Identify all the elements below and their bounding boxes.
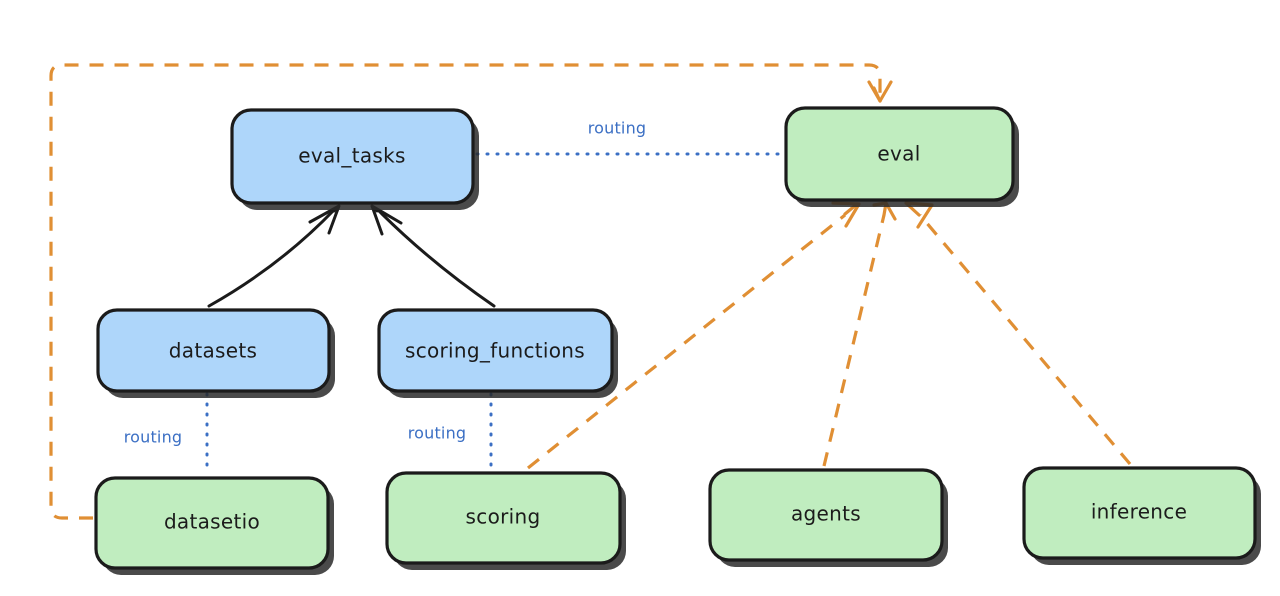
edge-scoring-functions-eval-tasks <box>370 204 496 308</box>
edge-datasets-eval-tasks <box>207 204 341 308</box>
edge-datasetio-eval <box>49 63 893 520</box>
node-agents-shape[interactable] <box>708 468 944 562</box>
node-datasetio-shape[interactable] <box>94 476 330 570</box>
edge-label-routing-scoring-functions: routing <box>408 424 467 443</box>
edge-scoring-functions-scoring: routing <box>408 392 493 471</box>
edge-datasetio-eval-line <box>49 63 882 520</box>
edge-datasets-eval-tasks-line <box>207 208 336 308</box>
node-eval-tasks-shape[interactable] <box>230 108 475 205</box>
edge-agents-eval-line <box>822 214 886 467</box>
edge-scoring-eval-line <box>527 213 846 470</box>
node-datasetio-label: datasetio <box>164 510 260 534</box>
node-scoring-functions-label: scoring_functions <box>405 339 585 363</box>
node-scoring-label: scoring <box>466 505 541 529</box>
edge-datasets-datasetio: routing <box>124 392 209 476</box>
node-agents[interactable]: agents <box>708 468 948 567</box>
node-scoring-functions[interactable]: scoring_functions <box>377 308 618 398</box>
edge-inference-eval <box>904 201 1132 466</box>
node-datasets[interactable]: datasets <box>96 308 335 398</box>
node-scoring-functions-shape[interactable] <box>377 308 614 393</box>
edge-scoring-functions-eval-tasks-line <box>376 208 496 308</box>
node-eval-tasks[interactable]: eval_tasks <box>230 108 479 210</box>
node-datasets-shape[interactable] <box>96 308 331 393</box>
node-inference-label: inference <box>1091 500 1187 524</box>
edge-datasetio-eval-arrow-stem <box>872 86 882 103</box>
edge-label-routing-datasets: routing <box>124 428 183 447</box>
node-inference-shape[interactable] <box>1022 466 1257 560</box>
node-agents-label: agents <box>791 502 861 526</box>
node-datasets-label: datasets <box>169 339 257 363</box>
edge-eval-tasks-eval: routing <box>475 119 785 156</box>
node-eval-tasks-label: eval_tasks <box>298 144 405 168</box>
node-eval-shape[interactable] <box>784 106 1015 202</box>
node-eval[interactable]: eval <box>784 106 1019 207</box>
edge-label-routing-eval-tasks: routing <box>588 119 647 138</box>
node-scoring-shape[interactable] <box>385 471 622 565</box>
node-eval-label: eval <box>877 142 920 166</box>
edge-agents-eval <box>822 201 897 467</box>
node-scoring[interactable]: scoring <box>385 471 626 570</box>
edge-inference-eval-line <box>918 213 1132 466</box>
node-datasetio[interactable]: datasetio <box>94 476 334 575</box>
node-inference[interactable]: inference <box>1022 466 1261 565</box>
